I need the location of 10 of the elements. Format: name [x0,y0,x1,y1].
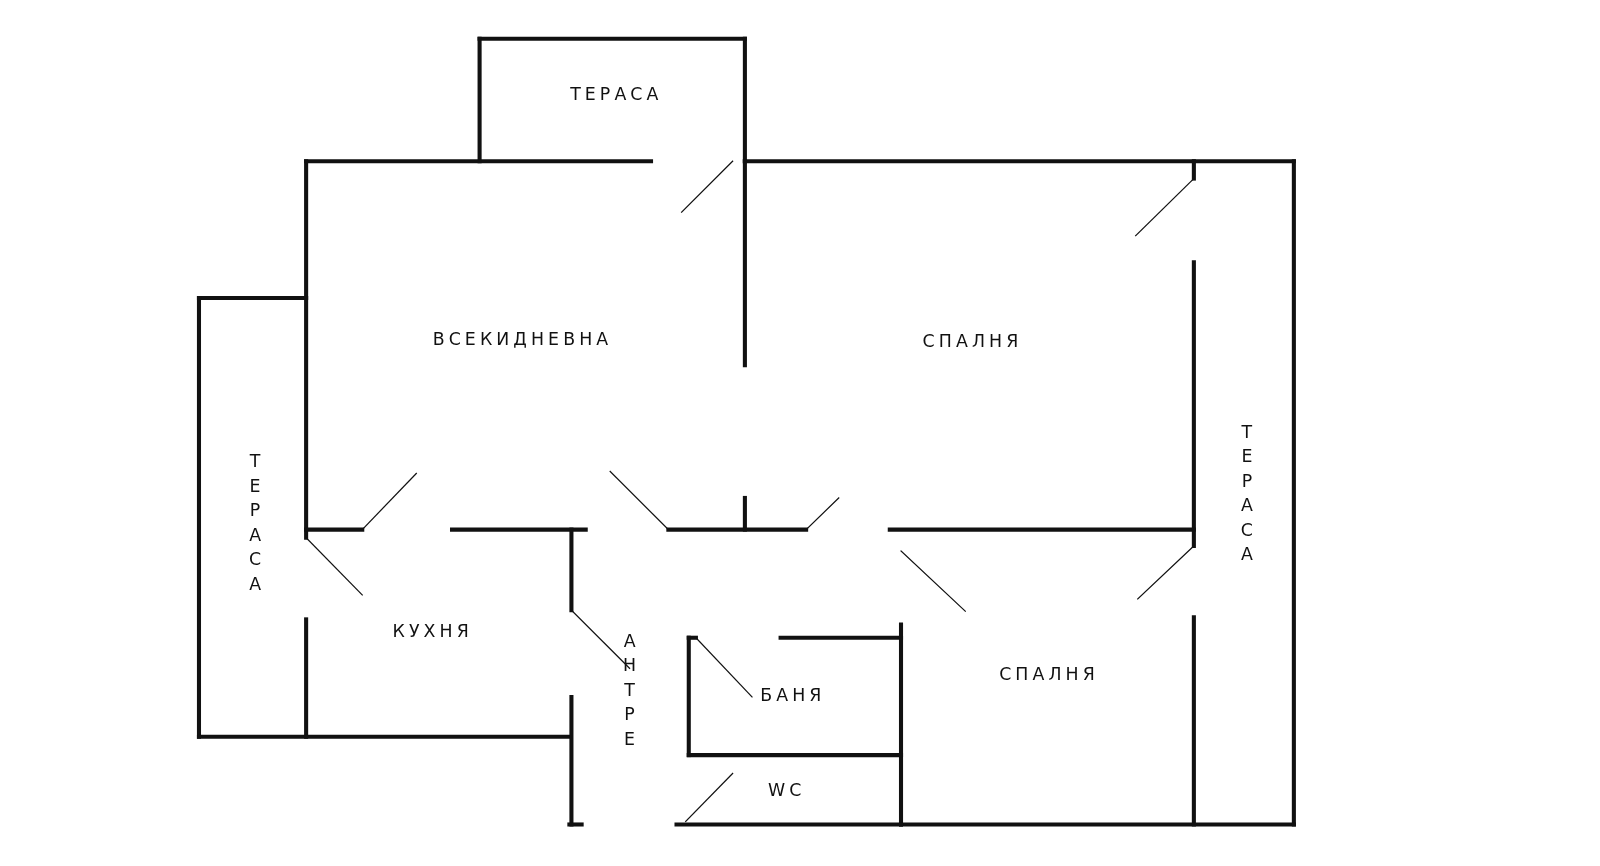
room-label: ТЕРАСА [248,450,263,596]
room-label: ТЕРАСА [1239,420,1254,567]
room-label: СПАЛНЯ [922,329,1023,353]
room-label: ВСЕКИДНЕВНА [432,327,613,351]
room-label: WC [768,778,806,802]
room-label: ТЕРАСА [570,82,663,107]
room-label: АНТРЕ [622,629,637,751]
room-label: КУХНЯ [392,619,473,643]
room-label: СПАЛНЯ [999,662,1099,686]
room-label: БАНЯ [760,683,826,708]
